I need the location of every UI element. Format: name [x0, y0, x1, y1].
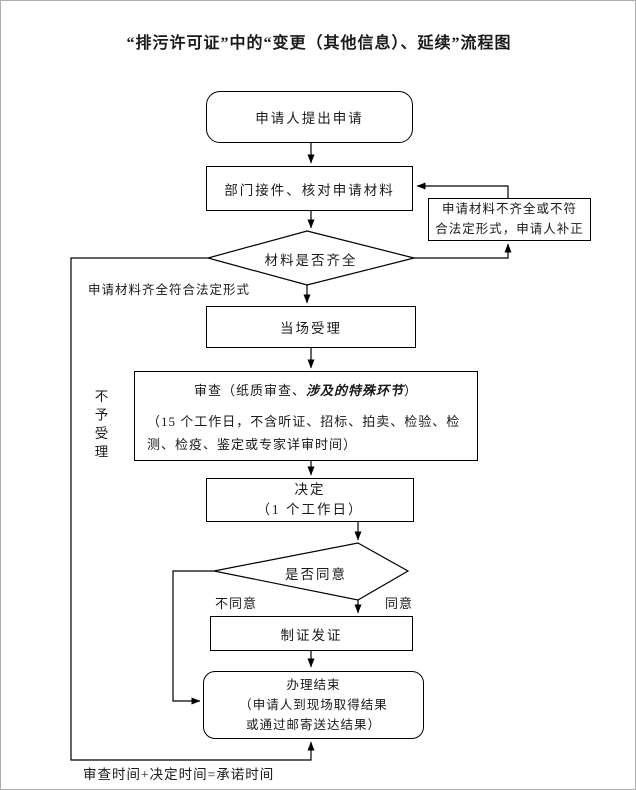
diamond-materials-complete-label: 材料是否齐全: [264, 253, 358, 268]
page-title: “排污许可证”中的“变更（其他信息）、延续”流程图: [126, 35, 512, 52]
diamond-materials-complete: [205, 230, 415, 286]
node-review-title: 审查（纸质审查、涉及的特殊环节）: [147, 380, 465, 399]
edge-label-reject: 不予受理: [92, 389, 108, 463]
node-supplement-line2: 合法定形式，申请人补正: [435, 221, 584, 236]
node-supplement: 申请材料不齐全或不符 合法定形式，申请人补正: [428, 198, 591, 241]
node-accept-label: 当场受理: [280, 321, 342, 336]
node-receive: 部门接件、核对申请材料: [206, 166, 413, 211]
edge-label-disagree: 不同意: [215, 596, 258, 611]
node-issue: 制证发证: [210, 616, 413, 651]
node-review: 审查（纸质审查、涉及的特殊环节） （15 个工作日，不含听证、招标、拍卖、检验、…: [134, 371, 478, 461]
node-end-line2: （申请人到现场取得结果: [239, 698, 388, 712]
node-review-title-emphasis: 涉及的特殊环节: [305, 383, 404, 398]
node-issue-label: 制证发证: [280, 627, 343, 643]
node-review-title-suffix: ）: [404, 383, 419, 398]
footnote: 审查时间+决定时间=承诺时间: [83, 767, 275, 782]
node-review-detail: （15 个工作日，不含听证、招标、拍卖、检验、检测、检疫、鉴定或专家详审时间）: [147, 414, 461, 452]
node-decision: 决定 （1 个工作日）: [206, 478, 414, 522]
edge-label-complete-ok: 申请材料齐全符合法定形式: [88, 283, 251, 297]
node-supplement-line1: 申请材料不齐全或不符: [441, 202, 577, 217]
node-start: 申请人提出申请: [206, 91, 413, 143]
node-start-label: 申请人提出申请: [255, 111, 364, 126]
edge-label-agree: 同意: [385, 596, 414, 611]
node-accept: 当场受理: [206, 306, 416, 348]
node-receive-label: 部门接件、核对申请材料: [224, 182, 395, 198]
node-end-line1: 办理结束: [286, 678, 341, 692]
diamond-agree-label: 是否同意: [285, 567, 347, 582]
node-end-line3: 或通过邮寄送达结果）: [245, 718, 381, 732]
node-decision-line2: （1 个工作日）: [256, 502, 364, 517]
node-end: 办理结束 （申请人到现场取得结果 或通过邮寄送达结果）: [203, 671, 424, 739]
node-review-title-prefix: 审查（纸质审查、: [193, 383, 306, 398]
diamond-agree: [213, 542, 410, 601]
node-decision-line1: 决定: [294, 482, 326, 498]
